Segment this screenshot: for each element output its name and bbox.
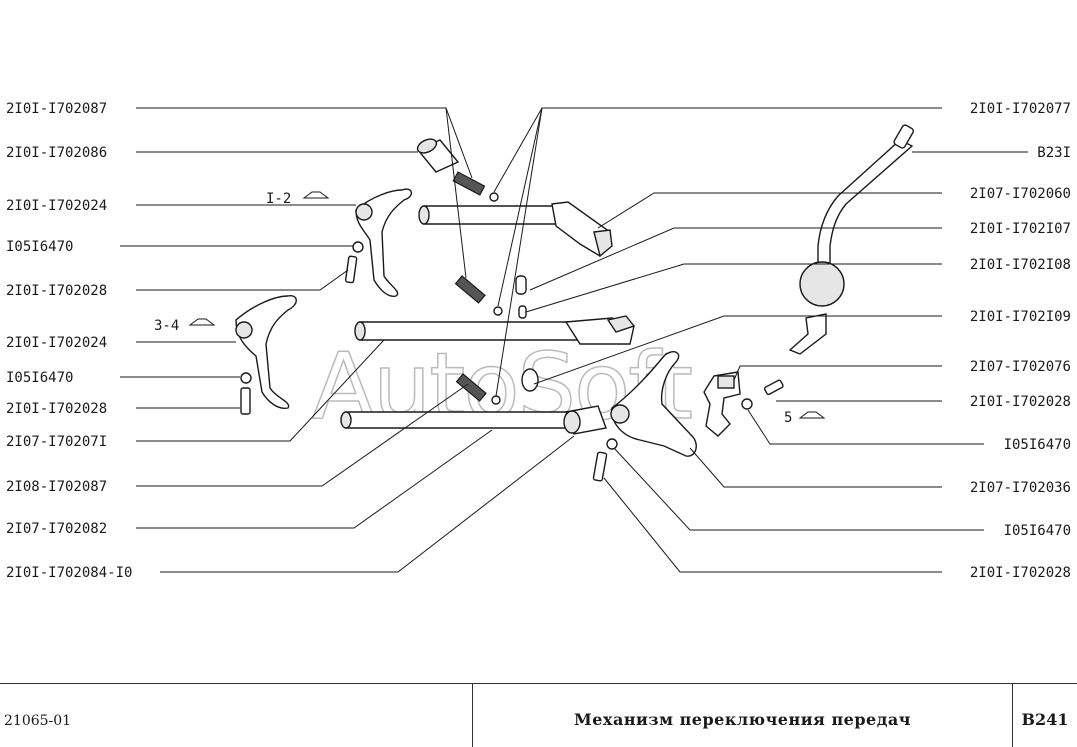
label-right: 2I0I-I702I07 (970, 221, 1071, 237)
washer-part (606, 438, 618, 450)
label-right: 2I0I-I702I09 (970, 309, 1071, 325)
label-left: 2I0I-I702028 (6, 401, 107, 417)
washer-part (352, 241, 364, 253)
gear-mark-3-4: 3-4 (154, 318, 216, 334)
bolt-part (764, 379, 784, 396)
gear-lever-part (788, 124, 914, 355)
washer-part (240, 372, 252, 384)
fork-5-part (610, 351, 697, 457)
label-right: 2I0I-I702I08 (970, 257, 1071, 273)
fork-1-2-part (355, 188, 412, 297)
ball-part (489, 192, 503, 405)
label-left: 2I0I-I702024 (6, 335, 107, 351)
fork-3-4-part (235, 295, 297, 409)
label-left: 2I0I-I702084-I0 (6, 565, 132, 581)
label-right: I05I6470 (1004, 523, 1071, 539)
washer-part (741, 398, 753, 410)
svg-text:I-2: I-2 (266, 191, 291, 207)
bracket-part (703, 371, 741, 437)
pin-part (515, 275, 539, 392)
label-left: 2I08-I702087 (6, 479, 107, 495)
label-left: 2I0I-I702024 (6, 198, 107, 214)
exploded-diagram: AutoSoft (6, 101, 1071, 581)
bolt-part (240, 387, 251, 415)
bottom-rod-part (340, 405, 607, 435)
leader-lines-right (493, 107, 1028, 573)
label-left: 2I0I-I702028 (6, 283, 107, 299)
label-left: 2I07-I702082 (6, 521, 107, 537)
gear-mark-1-2: I-2 (266, 191, 330, 207)
label-right: 2I07-I702076 (970, 359, 1071, 375)
page-title: Механизм переключения передач (472, 684, 1012, 747)
label-right: 2I0I-I702028 (970, 565, 1071, 581)
middle-rod-part (354, 315, 636, 345)
label-left: 2I07-I70207I (6, 434, 107, 450)
model-code: 21065-01 (4, 712, 72, 729)
label-left: 2I0I-I702087 (6, 101, 107, 117)
spring-part (452, 171, 487, 402)
leader-lines-left (120, 107, 575, 573)
svg-text:3-4: 3-4 (154, 318, 179, 334)
bolt-part (592, 451, 608, 482)
label-left: 2I0I-I702086 (6, 145, 107, 161)
label-left: I05I6470 (6, 239, 73, 255)
label-right: 2I0I-I702028 (970, 394, 1071, 410)
bolt-part (344, 255, 358, 284)
label-right: 2I07-I702060 (970, 186, 1071, 202)
gear-mark-5: 5 (784, 410, 826, 426)
bushing-part (416, 138, 460, 173)
top-rod-part (418, 201, 613, 258)
svg-text:5: 5 (784, 410, 792, 426)
labels-right: 2I0I-I702077 B23I 2I07-I702060 2I0I-I702… (970, 101, 1071, 581)
label-left: I05I6470 (6, 370, 73, 386)
label-right: 2I07-I702036 (970, 480, 1071, 496)
label-right: I05I6470 (1004, 437, 1071, 453)
label-right: B23I (1037, 145, 1071, 161)
label-right: 2I0I-I702077 (970, 101, 1071, 117)
labels-left: 2I0I-I702087 2I0I-I702086 2I0I-I702024 I… (6, 101, 132, 581)
footer: 21065-01 Механизм переключения передач B… (0, 683, 1077, 747)
page-code: B241 (1012, 684, 1077, 747)
